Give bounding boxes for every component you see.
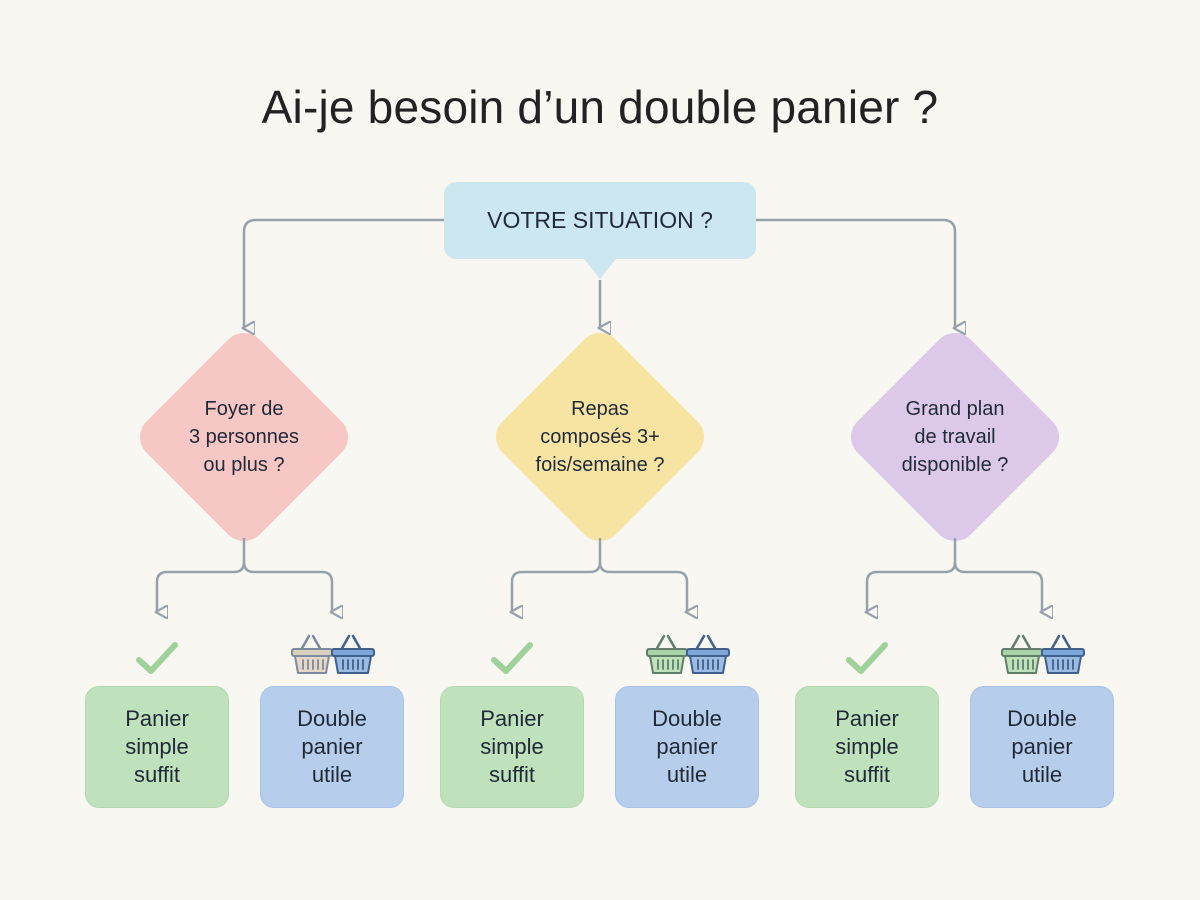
decision-text-worktop: Grand plan de travail disponible ?: [875, 395, 1035, 479]
result-line: simple: [125, 734, 189, 759]
page-title: Ai-je besoin d’un double panier ?: [261, 81, 939, 133]
decision-line: Foyer de: [204, 398, 284, 420]
result-line: utile: [1021, 762, 1063, 787]
result-line: suffit: [488, 762, 536, 787]
decision-text-meals: Repas composés 3+ fois/semaine ?: [520, 395, 680, 479]
decision-diamond-meals: [495, 332, 705, 542]
connector-d1-double: [242, 561, 332, 612]
result-line: suffit: [843, 762, 891, 787]
decision-line: Repas: [571, 398, 629, 420]
result-line: suffit: [133, 762, 181, 787]
result-line: Panier: [480, 706, 544, 731]
result-line: simple: [835, 734, 899, 759]
double-basket-icon: [646, 634, 730, 674]
decision-text-household: Foyer de 3 personnes ou plus ?: [164, 395, 324, 479]
decision-diamond-worktop: [850, 332, 1060, 542]
decision-line: fois/semaine ?: [535, 454, 665, 476]
result-single-meals: Panier simple suffit: [440, 686, 584, 808]
result-line: Double: [297, 706, 367, 731]
result-single-household: Panier simple suffit: [85, 686, 229, 808]
result-line: Panier: [835, 706, 899, 731]
check-icon: [136, 642, 178, 674]
double-basket-icon: [1001, 634, 1085, 674]
result-line: Double: [652, 706, 722, 731]
double-basket-icon: [291, 634, 375, 674]
check-icon: [491, 642, 533, 674]
decision-line: composés 3+: [540, 426, 660, 448]
check-icon: [846, 642, 888, 674]
result-double-household: Double panier utile: [260, 686, 404, 808]
root-label: VOTRE SITUATION ?: [487, 207, 713, 233]
connector-root-right: [756, 218, 955, 328]
result-line: utile: [311, 762, 353, 787]
decision-line: 3 personnes: [188, 426, 300, 448]
connector-d2-single: [512, 538, 602, 612]
result-line: Double: [1007, 706, 1077, 731]
decision-line: ou plus ?: [203, 454, 285, 476]
result-line: panier: [301, 734, 363, 759]
result-single-worktop: Panier simple suffit: [795, 686, 939, 808]
result-double-meals: Double panier utile: [615, 686, 759, 808]
root-node: VOTRE SITUATION ?: [444, 182, 756, 279]
decision-line: disponible ?: [901, 454, 1009, 476]
result-line: simple: [480, 734, 544, 759]
connector-d2-double: [598, 561, 687, 612]
decision-line: de travail: [914, 426, 996, 448]
connector-d1-single: [157, 538, 246, 612]
decision-diamond-household: [139, 332, 349, 542]
connector-root-left: [244, 218, 444, 328]
result-line: panier: [656, 734, 718, 759]
result-double-worktop: Double panier utile: [970, 686, 1114, 808]
result-line: panier: [1011, 734, 1073, 759]
result-line: utile: [666, 762, 708, 787]
connector-d3-single: [867, 538, 957, 612]
result-line: Panier: [125, 706, 189, 731]
connector-d3-double: [953, 561, 1042, 612]
decision-line: Grand plan: [905, 398, 1005, 420]
